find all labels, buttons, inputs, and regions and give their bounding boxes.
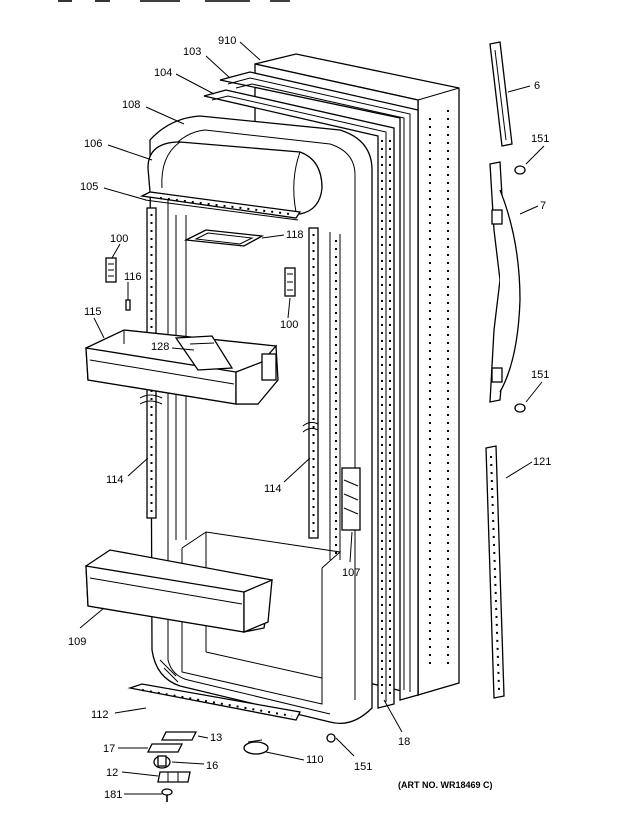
callout-151-top: 151 [531, 133, 549, 145]
dairy-compartment-cover [147, 141, 323, 215]
callout-16: 16 [206, 760, 218, 772]
door-handle [489, 161, 521, 403]
small-pin [125, 299, 131, 311]
breaker-strip-frame [203, 89, 395, 709]
handle-trim-121 [485, 445, 505, 699]
water-outlet-110 [243, 739, 269, 755]
bin-divider [174, 335, 234, 371]
callouts: 910 103 104 108 106 105 100 116 115 128 … [68, 35, 551, 801]
screw-181 [161, 788, 173, 802]
hinge-pin-13 [160, 731, 198, 741]
bin-end-cap [261, 353, 277, 381]
callout-128: 128 [151, 341, 169, 353]
door-bin-upper [85, 329, 279, 405]
art-number: (ART NO. WR18469 C) [398, 780, 493, 790]
callout-12: 12 [106, 767, 118, 779]
callout-118: 118 [286, 229, 304, 241]
spacer-17 [146, 743, 184, 753]
door-gasket [219, 71, 419, 701]
bottom-trim-strip [127, 683, 301, 721]
door-bin-lower [85, 549, 273, 633]
callout-110: 110 [306, 754, 324, 766]
dairy-hinge-rail [139, 191, 302, 221]
bracket-clip-left [105, 257, 117, 283]
callout-6: 6 [534, 80, 540, 92]
callout-106: 106 [84, 138, 102, 150]
bracket-clip-right [284, 267, 296, 297]
callout-116: 116 [124, 271, 142, 283]
callout-17: 17 [103, 743, 115, 755]
shelf-support-rail-right [302, 227, 319, 539]
callout-18: 18 [398, 736, 410, 748]
cam-16 [153, 755, 171, 769]
handle-screw-upper [514, 165, 526, 175]
callout-112: 112 [91, 709, 109, 721]
callout-910: 910 [218, 35, 236, 47]
bearing-12 [157, 771, 191, 783]
rail-break-mark-left [139, 394, 163, 405]
callout-151-middle: 151 [531, 369, 549, 381]
callout-104: 104 [154, 67, 172, 79]
handle-screw-lower [514, 403, 526, 413]
handle-top-cap [489, 41, 513, 147]
callout-13: 13 [210, 732, 222, 744]
callout-108: 108 [122, 99, 140, 111]
callout-107: 107 [342, 567, 360, 579]
callout-121: 121 [533, 456, 551, 468]
callout-151-bottom: 151 [354, 761, 372, 773]
callout-7: 7 [540, 200, 546, 212]
callout-100-left: 100 [110, 233, 128, 245]
callout-109: 109 [68, 636, 86, 648]
shelf-insert [183, 229, 265, 247]
callout-181: 181 [104, 789, 122, 801]
callout-114-left: 114 [106, 474, 124, 486]
callout-100-right: 100 [280, 319, 298, 331]
hinge-bracket [341, 467, 361, 531]
callout-115: 115 [84, 306, 102, 318]
callout-103: 103 [183, 46, 201, 58]
callout-105: 105 [80, 181, 98, 193]
callout-114-right: 114 [264, 483, 282, 495]
